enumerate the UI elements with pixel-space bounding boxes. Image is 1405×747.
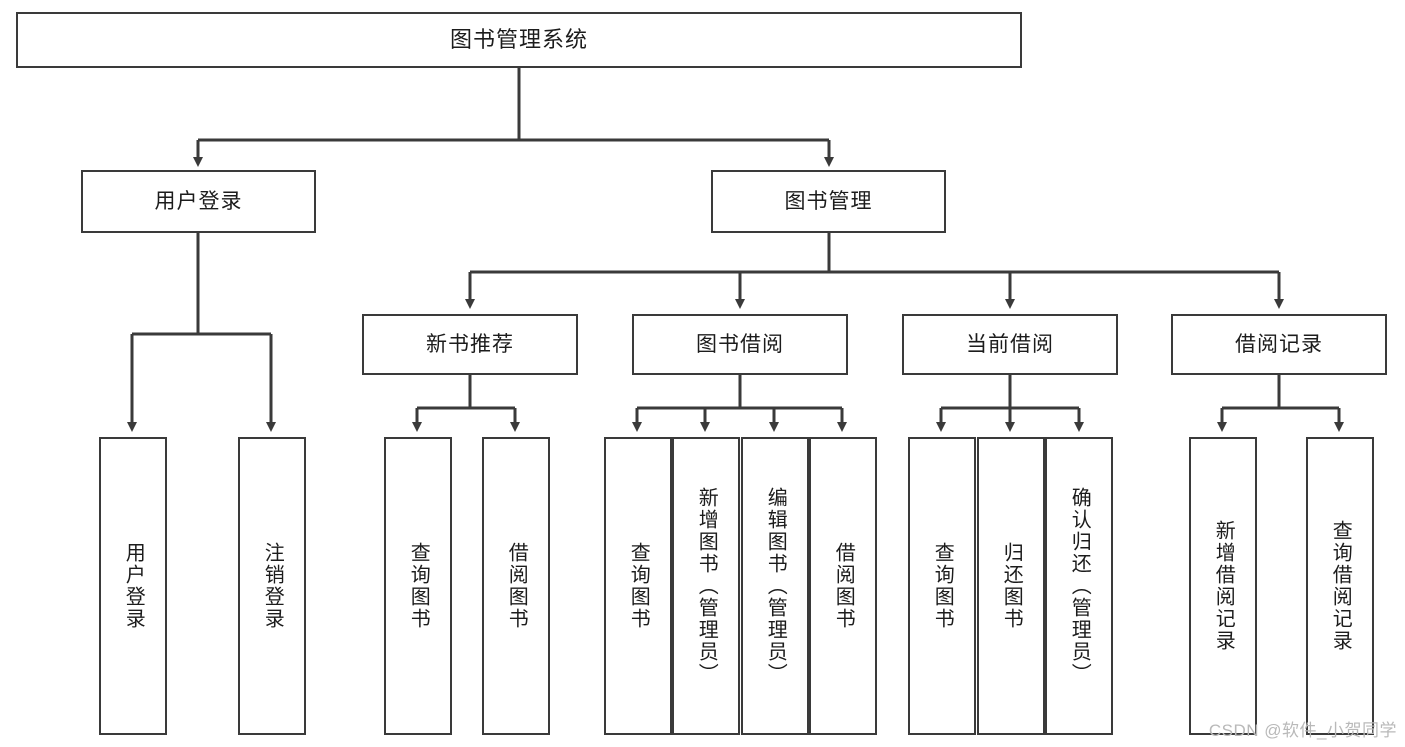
- node-user-login[interactable]: 用户登录: [81, 170, 316, 233]
- node-label: 新书推荐: [426, 332, 514, 356]
- node-label: 确认归还（管理员）: [1068, 487, 1091, 685]
- leaf-query-book-current[interactable]: 查询图书: [908, 437, 976, 735]
- node-new-book-recommend[interactable]: 新书推荐: [362, 314, 578, 375]
- node-label: 查询借阅记录: [1329, 520, 1352, 652]
- leaf-borrow-book-newbook[interactable]: 借阅图书: [482, 437, 550, 735]
- leaf-add-book-admin[interactable]: 新增图书（管理员）: [672, 437, 740, 735]
- node-label: 新增图书（管理员）: [695, 487, 718, 685]
- leaf-edit-book-admin[interactable]: 编辑图书（管理员）: [741, 437, 809, 735]
- node-label: 借阅图书: [832, 542, 855, 630]
- node-label: 查询图书: [627, 542, 650, 630]
- leaf-query-book-borrow[interactable]: 查询图书: [604, 437, 672, 735]
- leaf-logout[interactable]: 注销登录: [238, 437, 306, 735]
- node-label: 用户登录: [154, 189, 243, 213]
- node-root-system[interactable]: 图书管理系统: [16, 12, 1022, 68]
- node-label: 图书借阅: [696, 332, 784, 356]
- node-label: 编辑图书（管理员）: [764, 487, 787, 685]
- leaf-borrow-book[interactable]: 借阅图书: [809, 437, 877, 735]
- node-current-borrow[interactable]: 当前借阅: [902, 314, 1118, 375]
- leaf-user-login[interactable]: 用户登录: [99, 437, 167, 735]
- node-label: 借阅记录: [1235, 332, 1323, 356]
- node-label: 借阅图书: [505, 542, 528, 630]
- node-label: 新增借阅记录: [1212, 520, 1235, 652]
- node-label: 查询图书: [407, 542, 430, 630]
- node-label: 图书管理: [784, 189, 873, 213]
- node-label: 用户登录: [122, 542, 145, 630]
- node-borrow-record[interactable]: 借阅记录: [1171, 314, 1387, 375]
- leaf-query-book-newbook[interactable]: 查询图书: [384, 437, 452, 735]
- node-book-management[interactable]: 图书管理: [711, 170, 946, 233]
- node-label: 注销登录: [261, 542, 284, 630]
- watermark-text: CSDN @软件_小贺同学: [1208, 721, 1397, 740]
- leaf-confirm-return-admin[interactable]: 确认归还（管理员）: [1045, 437, 1113, 735]
- node-label: 图书管理系统: [449, 26, 588, 52]
- node-label: 归还图书: [1000, 542, 1023, 630]
- node-label: 当前借阅: [966, 332, 1054, 356]
- node-book-borrow[interactable]: 图书借阅: [632, 314, 848, 375]
- leaf-return-book[interactable]: 归还图书: [977, 437, 1045, 735]
- node-label: 查询图书: [931, 542, 954, 630]
- leaf-add-borrow-record[interactable]: 新增借阅记录: [1189, 437, 1257, 735]
- leaf-query-borrow-record[interactable]: 查询借阅记录: [1306, 437, 1374, 735]
